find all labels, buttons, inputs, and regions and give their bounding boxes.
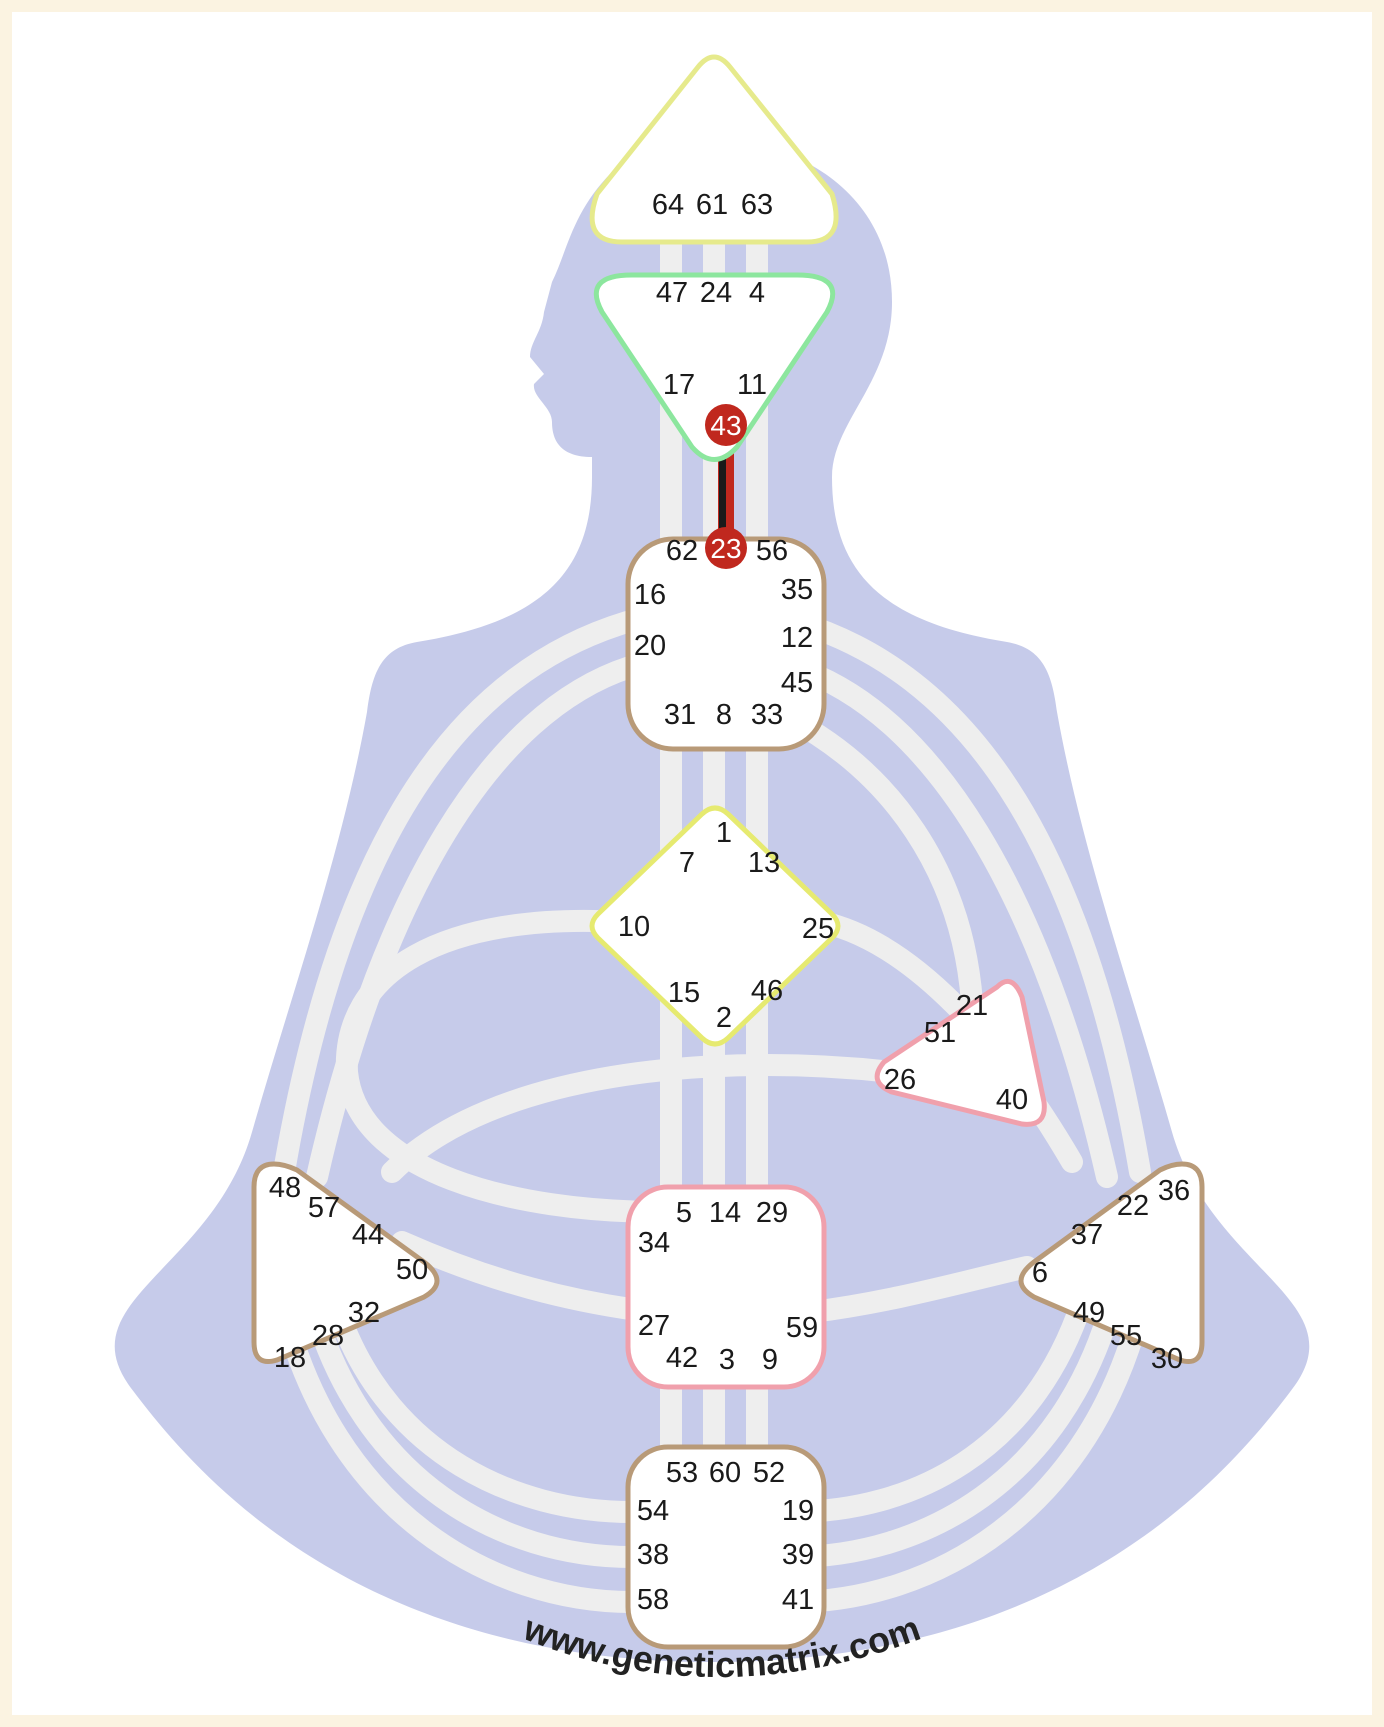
- gate-label: 2: [716, 1002, 732, 1034]
- gate-label: 22: [1117, 1190, 1149, 1222]
- gate-label: 27: [638, 1310, 670, 1342]
- gate-label: 19: [782, 1495, 814, 1527]
- gate-label: 6: [1032, 1257, 1048, 1289]
- gate-label: 5: [676, 1197, 692, 1229]
- gate-label: 36: [1158, 1175, 1190, 1207]
- gate-label: 20: [634, 630, 666, 662]
- gate-label: 44: [352, 1219, 384, 1251]
- gate-label: 49: [1073, 1297, 1105, 1329]
- gate-label: 28: [312, 1320, 344, 1352]
- gate-label: 39: [782, 1539, 814, 1571]
- gate-label: 24: [700, 277, 732, 309]
- head-gates: 64 61 63: [652, 189, 773, 221]
- gate-label: 42: [666, 1342, 698, 1374]
- gate-label: 30: [1151, 1343, 1183, 1375]
- gate-label: 59: [786, 1312, 818, 1344]
- gate-label: 48: [269, 1172, 301, 1204]
- gate-label: 62: [666, 535, 698, 567]
- gate-label: 61: [696, 189, 728, 221]
- gate-label: 10: [618, 911, 650, 943]
- gate-label: 43: [710, 410, 741, 441]
- gate-label: 4: [749, 277, 765, 309]
- gate-label: 17: [663, 369, 695, 401]
- gate-label: 14: [709, 1197, 741, 1229]
- gate-label: 26: [884, 1064, 916, 1096]
- gate-label: 25: [802, 913, 834, 945]
- gate-label: 7: [679, 847, 695, 879]
- gate-label: 15: [668, 977, 700, 1009]
- gate-label: 32: [348, 1297, 380, 1329]
- gate-label: 31: [664, 699, 696, 731]
- gate-label: 45: [781, 667, 813, 699]
- gate-label: 57: [308, 1192, 340, 1224]
- gate-label: 55: [1110, 1320, 1142, 1352]
- gate-label: 41: [782, 1584, 814, 1616]
- gate-label: 60: [709, 1457, 741, 1489]
- gate-label: 18: [274, 1342, 306, 1374]
- gate-label: 63: [741, 189, 773, 221]
- gate-label: 35: [781, 574, 813, 606]
- gate-label: 29: [756, 1197, 788, 1229]
- gate-label: 33: [751, 699, 783, 731]
- gate-label: 54: [637, 1495, 669, 1527]
- gate-label: 40: [996, 1084, 1028, 1116]
- gate-label: 21: [956, 990, 988, 1022]
- gate-label: 64: [652, 189, 684, 221]
- bodygraph-chart: 64 61 63 47 24 4 17 11 43 62 23 56 16 35…: [12, 12, 1372, 1715]
- gate-label: 9: [762, 1344, 778, 1376]
- gate-label: 53: [666, 1457, 698, 1489]
- gate-label: 38: [637, 1539, 669, 1571]
- gate-label: 11: [737, 369, 767, 401]
- gate-label: 16: [634, 579, 666, 611]
- gate-label: 8: [716, 699, 732, 731]
- gate-label: 58: [637, 1584, 669, 1616]
- bodygraph-frame: 64 61 63 47 24 4 17 11 43 62 23 56 16 35…: [12, 12, 1372, 1715]
- gate-label: 52: [753, 1457, 785, 1489]
- gate-label: 23: [710, 533, 741, 564]
- gate-label: 51: [924, 1017, 956, 1049]
- gate-label: 13: [748, 847, 780, 879]
- gate-label: 34: [638, 1227, 670, 1259]
- gate-label: 47: [656, 277, 688, 309]
- gate-label: 37: [1071, 1219, 1103, 1251]
- gate-label: 46: [751, 975, 783, 1007]
- gate-label: 3: [719, 1344, 735, 1376]
- gate-label: 12: [781, 622, 813, 654]
- gate-label: 56: [756, 535, 788, 567]
- gate-label: 50: [396, 1254, 428, 1286]
- gate-label: 1: [716, 817, 732, 849]
